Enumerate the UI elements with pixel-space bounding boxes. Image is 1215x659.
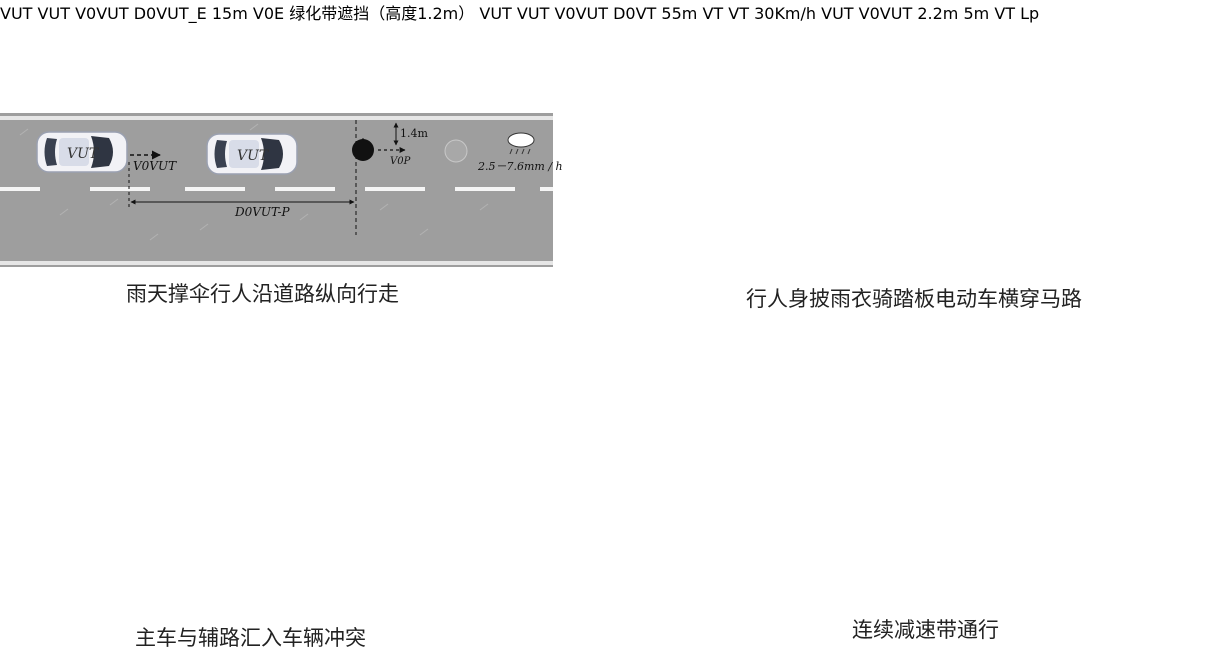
vut-car-1: VUT <box>479 4 517 23</box>
green-belt-barrier: 绿化带遮挡（高度1.2m） VUT VUT V0VUT D0VT 55m VT … <box>289 4 821 23</box>
distance-label: D0VUT-P <box>234 205 291 219</box>
caption-speed-bumps: 连续减速带通行 <box>852 618 999 642</box>
car-label: VUT <box>237 148 270 164</box>
faded-pedestrian-icon <box>444 139 468 163</box>
barrier-label: 绿化带遮挡（高度1.2m） <box>289 4 475 23</box>
scenario-rain-umbrella: VUT VUT V0VUT 1.4m V0P 2.5－7.6mm / h D0V… <box>0 113 563 267</box>
barrier-outline: 绿化带遮挡（高度1.2m） VUT VUT V0VUT D0VT 55m VT … <box>289 4 821 23</box>
target-label: VT <box>702 4 724 23</box>
caption-raincoat-scooter: 行人身披雨衣骑踏板电动车横穿马路 <box>746 287 1082 311</box>
road-edge-bottom: VUT V0VUT 2.2m 5m VT Lp <box>821 4 1039 23</box>
road-edge: 绿化带遮挡（高度1.2m） VUT VUT V0VUT D0VT 55m VT … <box>289 4 821 23</box>
road: 绿化带遮挡（高度1.2m） VUT VUT V0VUT D0VT 55m VT … <box>289 4 821 23</box>
road-edge-top <box>0 116 553 120</box>
vut-car-2: VUT <box>517 4 555 23</box>
umbrella-pedestrian-icon <box>352 138 374 161</box>
car-label: VUT <box>0 4 33 23</box>
distance-dim: D0VUT_E 15m V0E <box>134 4 290 23</box>
distance-tick: D0VUT_E 15m V0E <box>134 4 290 23</box>
speed-label: V0VUT <box>554 4 608 23</box>
scenario-side-road-merge: 绿化带遮挡（高度1.2m） VUT VUT V0VUT D0VT 55m VT … <box>289 4 821 23</box>
scenario-speed-bumps: VUT V0VUT 2.2m 5m VT Lp <box>821 4 1039 23</box>
offset-tick-bottom: 15m V0E <box>212 4 289 23</box>
road: VUT V0VUT 2.2m 5m VT Lp <box>821 4 1039 23</box>
bump-label: Lp <box>1020 4 1040 23</box>
gap-label: 5m <box>963 4 990 23</box>
vut-car-1: VUT <box>0 4 38 23</box>
crossing-line: 15m V0E <box>212 4 289 23</box>
merge-path: 30Km/h <box>754 4 821 23</box>
tick: D0VT 55m VT VT 30Km/h <box>613 4 821 23</box>
vut-car-1: VUT <box>36 131 128 173</box>
caption-side-road-merge: 主车与辅路汇入车辆冲突 <box>135 626 366 650</box>
leader-line: Lp <box>1020 4 1039 23</box>
target-label: VT <box>728 4 749 23</box>
speed-arrow: V0VUT D0VT 55m VT VT 30Km/h <box>554 4 821 23</box>
scenario-raincoat-scooter: VUT VUT V0VUT D0VUT_E 15m V0E <box>0 4 289 23</box>
car-label: VUT <box>37 4 70 23</box>
speed-label: V0VUT <box>133 159 177 173</box>
car-label: VUT <box>821 4 854 23</box>
car-label: VUT <box>479 4 512 23</box>
car-label: VUT <box>67 146 100 162</box>
speed-label: V0VUT <box>858 4 913 23</box>
speed-arrow: V0VUT 2.2m 5m VT Lp <box>859 4 1040 23</box>
distance-label: D0VT <box>613 4 657 23</box>
gap-label: 55m <box>661 4 698 23</box>
distance-label: D0VUT_E <box>133 4 207 23</box>
vut-car: VUT <box>821 4 859 23</box>
offset-tick-top: 15m V0E <box>212 4 289 23</box>
car-label: VUT <box>516 4 550 23</box>
road-edge-bottom <box>0 261 553 265</box>
offset-dim: 15m V0E <box>212 4 289 23</box>
offset-label: 15m <box>211 4 248 23</box>
road-edge-top: VUT V0VUT 2.2m 5m VT Lp <box>821 4 1039 23</box>
height-label: 1.4m <box>400 127 428 140</box>
spacing-dim: 2.2m 5m VT Lp <box>917 4 1039 23</box>
lane-dashes <box>0 187 553 191</box>
road-edge-bottom: VUT VUT V0VUT D0VUT_E 15m V0E <box>0 4 289 23</box>
rain-label: 2.5－7.6mm / h <box>477 160 563 173</box>
gap-dim: 5m VT Lp <box>963 4 1039 23</box>
tick: D0VT 55m VT VT 30Km/h <box>613 4 821 23</box>
vt-car-1: VT <box>702 4 728 23</box>
ped-speed-label: V0P <box>390 156 411 167</box>
gap-dim: 55m VT VT 30Km/h <box>661 4 821 23</box>
road-edge-top: VUT VUT V0VUT D0VUT_E 15m V0E <box>0 4 289 23</box>
vut-car-2: VUT <box>206 133 298 175</box>
target-label: VT <box>994 4 1016 23</box>
tick: D0VT 55m VT VT 30Km/h <box>613 4 821 23</box>
target-speed-arrow: 30Km/h <box>754 4 821 23</box>
speed-arrow: V0VUT D0VUT_E 15m V0E <box>75 4 289 23</box>
target-speed-label: 30Km/h <box>754 4 817 23</box>
rain-texture <box>19 123 489 241</box>
speed-label: V0VUT <box>75 4 129 23</box>
caption-rain-umbrella: 雨天撑伞行人沿道路纵向行走 <box>126 282 399 306</box>
road: VUT VUT V0VUT D0VUT_E 15m V0E <box>0 4 289 23</box>
distance-dim: D0VT 55m VT VT 30Km/h <box>613 4 821 23</box>
spacing-label: 2.2m <box>917 4 959 23</box>
vt-car-2: VT <box>728 4 754 23</box>
tick: D0VT 55m VT VT 30Km/h <box>613 4 821 23</box>
rain-cloud-icon <box>507 132 535 155</box>
scooter-speed-label: V0E <box>252 4 285 23</box>
vut-car-2: VUT <box>38 4 76 23</box>
